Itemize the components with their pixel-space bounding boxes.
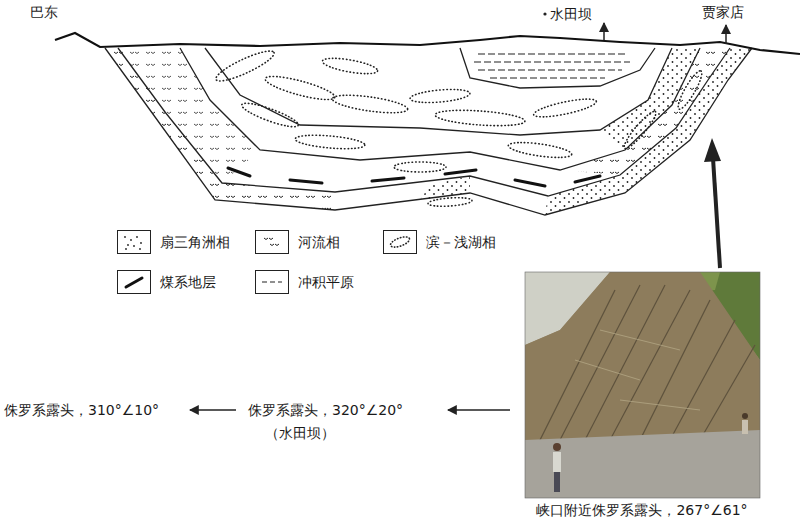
outcrop-note: 侏罗系露头，320°∠20° xyxy=(248,401,403,419)
legend-text: 河流相 xyxy=(298,230,340,254)
layer-boundary xyxy=(105,48,752,215)
legend-item: 冲积平原 xyxy=(255,270,354,294)
legend-item: 扇三角洲相 xyxy=(117,230,230,254)
legend-text: 冲积平原 xyxy=(298,270,354,294)
ground-surface xyxy=(55,33,800,54)
legend-item: 河流相 xyxy=(255,230,340,254)
legend-text: 扇三角洲相 xyxy=(160,230,230,254)
outcrop-photo xyxy=(525,272,760,498)
legend-swatch xyxy=(255,270,289,294)
place-name: 巴东 xyxy=(30,3,58,21)
outcrop-note: 侏罗系露头，310°∠10° xyxy=(4,401,159,419)
outcrop-place: （水田坝） xyxy=(265,424,335,442)
pointer-arrow xyxy=(704,138,721,268)
lake-lens xyxy=(213,46,705,207)
place-name: 贾家店 xyxy=(702,3,744,21)
legend-item: 滨－浅湖相 xyxy=(383,230,496,254)
alluvial-plain xyxy=(474,54,630,78)
legend-swatch xyxy=(117,270,151,294)
legend-text: 煤系地层 xyxy=(160,270,216,294)
legend-swatch xyxy=(117,230,151,254)
legend-swatch xyxy=(383,230,417,254)
photo-caption: 峡口附近侏罗系露头，267°∠61° xyxy=(536,501,747,519)
facies-fill xyxy=(105,48,752,215)
coal-seam xyxy=(228,168,600,186)
legend-text: 滨－浅湖相 xyxy=(426,230,496,254)
place-name: 水田坝 xyxy=(550,5,592,23)
legend-item: 煤系地层 xyxy=(117,270,216,294)
legend-swatch xyxy=(255,230,289,254)
